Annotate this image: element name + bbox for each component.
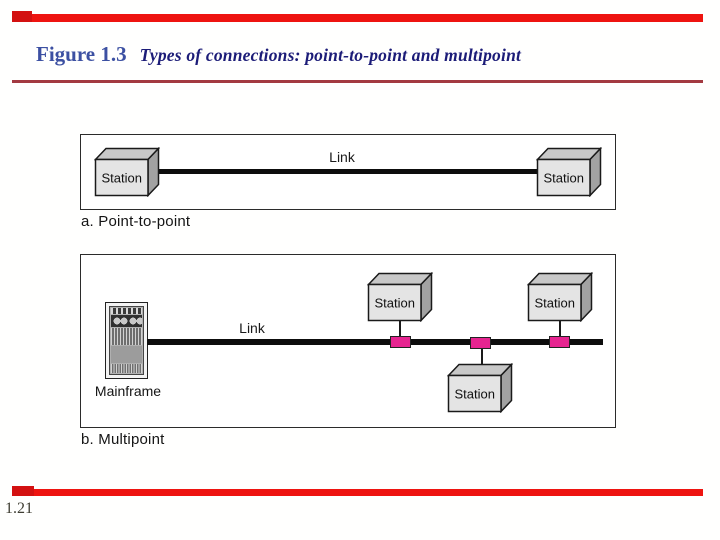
drop-line <box>399 320 401 338</box>
diagram-a-caption: a. Point-to-point <box>81 213 191 230</box>
drop-line <box>481 347 483 375</box>
page-number: 1.21 <box>5 500 33 517</box>
top-accent-block <box>12 11 32 22</box>
header-divider-line <box>12 80 703 83</box>
mainframe-panel-blank <box>111 346 142 363</box>
mainframe-label: Mainframe <box>94 383 162 399</box>
bus-tap <box>390 336 411 348</box>
diagram-b-caption: b. Multipoint <box>81 431 165 448</box>
station-front-face <box>94 158 149 197</box>
drop-line <box>559 320 561 338</box>
station-label: Station <box>534 296 574 311</box>
slide-header: Figure 1.3 Types of connections: point-t… <box>36 42 521 67</box>
top-accent-bar <box>12 14 703 22</box>
station-box: Station <box>367 272 433 322</box>
mainframe-indicator-row <box>111 308 142 314</box>
mainframe-vent-stripes-bottom <box>111 364 142 373</box>
station-label: Station <box>454 387 494 402</box>
station-box: Station <box>94 147 160 197</box>
figure-label: Figure 1.3 <box>36 42 127 66</box>
bottom-accent-bar <box>12 489 703 496</box>
station-box: Station <box>536 147 602 197</box>
station-front-face <box>367 283 422 322</box>
station-box: Station <box>447 363 513 413</box>
diagram-a-link-label: Link <box>329 149 355 165</box>
diagram-a-link-line <box>150 169 538 174</box>
station-label: Station <box>374 296 414 311</box>
mainframe-panel <box>109 306 144 375</box>
mainframe-graphic <box>105 302 148 379</box>
station-label: Station <box>543 171 583 186</box>
station-front-face <box>536 158 591 197</box>
mainframe-vent-stripes <box>111 328 142 345</box>
figure-title: Types of connections: point-to-point and… <box>139 45 522 65</box>
bus-tap <box>470 337 491 349</box>
diagram-b-link-label: Link <box>239 320 265 336</box>
station-box: Station <box>527 272 593 322</box>
station-front-face <box>527 283 582 322</box>
bus-tap <box>549 336 570 348</box>
station-front-face <box>447 374 502 413</box>
station-label: Station <box>101 171 141 186</box>
mainframe-tape-reels <box>111 315 142 327</box>
diagram-b-bus-line <box>147 339 603 345</box>
bottom-accent-block <box>12 486 34 496</box>
